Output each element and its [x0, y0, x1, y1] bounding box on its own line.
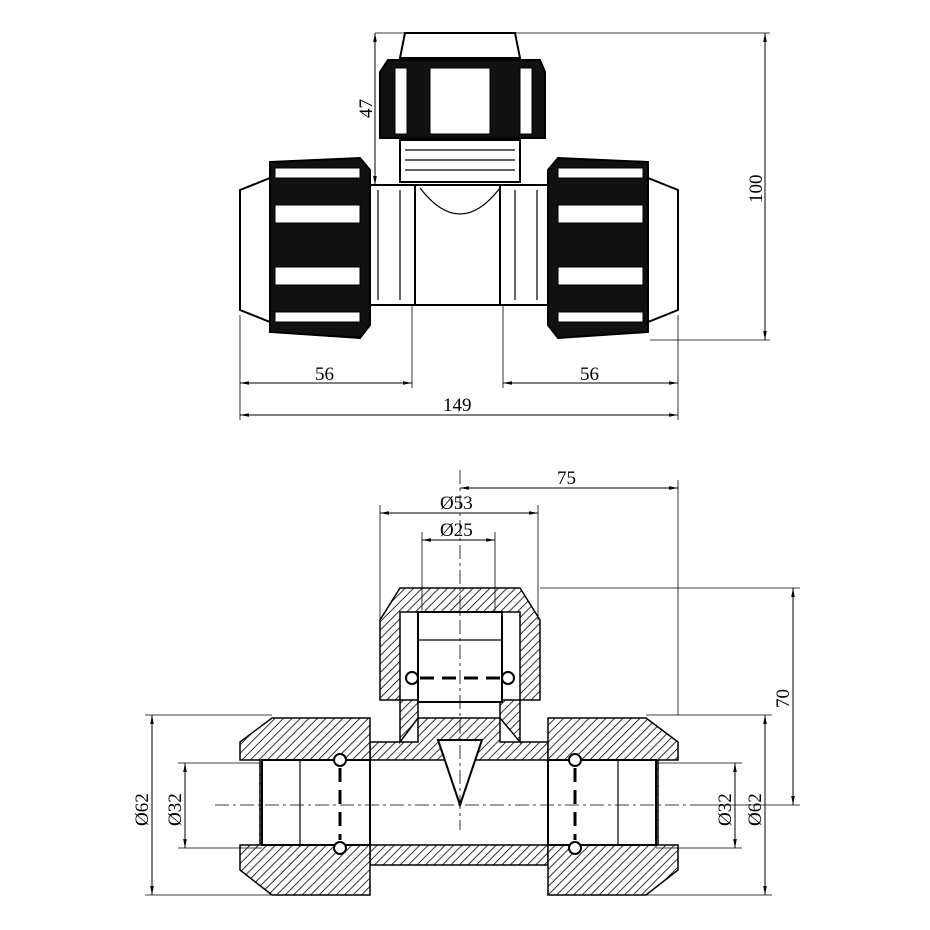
dim-nut-height: 47	[356, 99, 377, 118]
dim-left-nut-diameter: Ø62	[132, 793, 153, 826]
dim-branch-height: 70	[773, 689, 794, 708]
dim-branch-pipe-diameter: Ø25	[440, 520, 473, 541]
dim-right-pipe-diameter: Ø32	[715, 793, 736, 826]
dim-left-pipe-diameter: Ø32	[165, 793, 186, 826]
dim-half-length: 75	[557, 468, 576, 489]
dim-right-nut-diameter: Ø62	[745, 793, 766, 826]
dim-total-length: 149	[443, 395, 472, 416]
section-view: 75 Ø53 Ø25 70 Ø62 Ø32 Ø32 Ø62	[132, 468, 800, 896]
dim-right-socket: 56	[580, 364, 599, 385]
branch-nut-section	[379, 587, 541, 701]
branch-compression-nut	[379, 32, 546, 183]
dim-left-socket: 56	[315, 364, 334, 385]
right-compression-nut	[547, 156, 679, 340]
top-view: 47 100 56 56 149	[239, 32, 770, 420]
dim-branch-nut-diameter: Ø53	[440, 493, 473, 514]
dim-total-height: 100	[746, 175, 767, 204]
left-compression-nut	[239, 156, 371, 340]
